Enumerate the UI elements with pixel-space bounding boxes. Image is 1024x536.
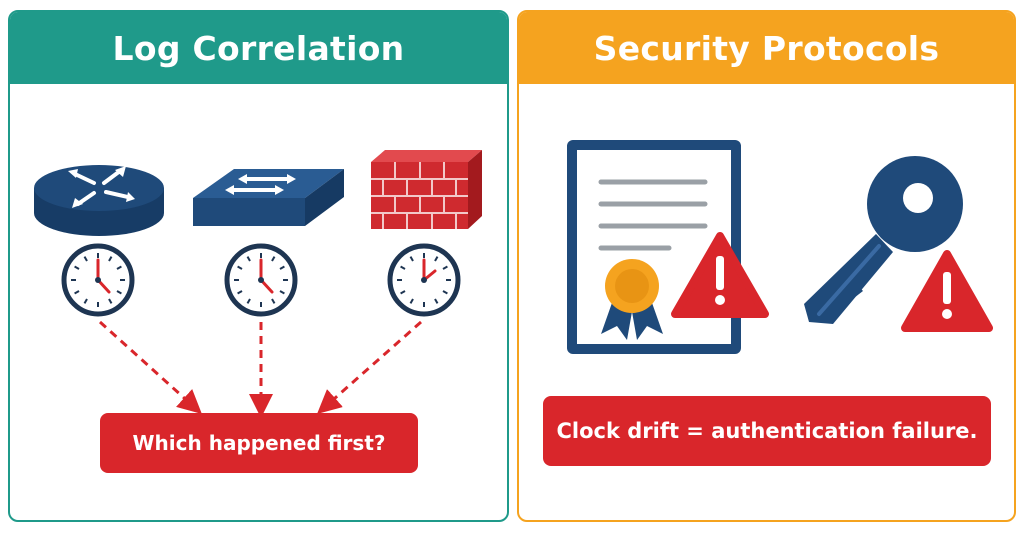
clock-icon <box>390 246 458 314</box>
log-correlation-illustration <box>34 150 482 418</box>
switch-icon <box>193 169 344 226</box>
clock-drift-callout: Clock drift = authentication failure. <box>543 396 991 466</box>
key-icon <box>804 156 963 324</box>
security-protocols-title: Security Protocols <box>519 12 1014 84</box>
warning-icon <box>671 232 769 318</box>
log-correlation-panel: Log Correlation <box>8 10 509 522</box>
log-correlation-title: Log Correlation <box>10 12 507 84</box>
security-protocols-illustration <box>567 140 993 354</box>
which-happened-first-callout: Which happened first? <box>100 413 418 473</box>
security-protocols-panel: Security Protocols <box>517 10 1016 522</box>
clock-icon <box>227 246 295 314</box>
dashed-arrows <box>98 320 422 418</box>
firewall-icon <box>371 150 482 229</box>
warning-icon <box>901 250 993 332</box>
router-icon <box>34 165 164 236</box>
clock-icon <box>64 246 132 314</box>
